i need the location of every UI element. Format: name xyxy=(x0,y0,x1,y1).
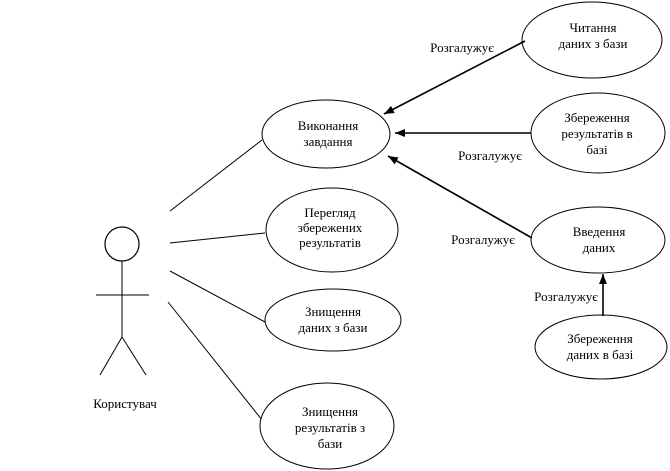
extend-label-save-data: Розгалужує xyxy=(534,289,598,304)
use-case-save-data-line-2: даних в базі xyxy=(567,347,634,362)
use-case-view-results: Перегляд збережених результатів xyxy=(265,187,399,273)
use-case-read-data: Читання даних з бази xyxy=(521,1,663,79)
use-case-delete-data: Знищення даних з бази xyxy=(264,288,402,352)
use-case-view-line-2: збережених xyxy=(298,220,363,235)
actor-head xyxy=(104,226,140,262)
association-view xyxy=(169,232,266,244)
association-execute xyxy=(169,139,263,212)
use-case-read-line-2: даних з бази xyxy=(559,36,628,51)
use-case-view-line-1: Перегляд xyxy=(304,205,356,220)
use-case-read-line-1: Читання xyxy=(570,20,617,35)
use-case-save-results-line-1: Збереження xyxy=(564,110,629,125)
use-case-save-data-line-1: Збереження xyxy=(567,331,632,346)
association-delete-data xyxy=(169,270,266,323)
extend-label-save-results: Розгалужує xyxy=(458,148,522,163)
use-case-delete-data-line-2: даних з бази xyxy=(299,320,368,335)
use-case-save-data: Збереження даних в базі xyxy=(534,314,668,380)
use-case-execute-line-2: завдання xyxy=(304,134,353,149)
use-case-delete-results-line-2: результатів з xyxy=(295,420,365,435)
actor-left-leg xyxy=(99,336,123,376)
extend-label-read: Розгалужує xyxy=(430,40,494,55)
use-case-save-results-line-2: результатів в xyxy=(561,126,632,141)
association-delete-results xyxy=(167,301,271,431)
use-case-delete-results: Знищення результатів з бази xyxy=(259,382,395,470)
use-case-execute-line-1: Виконання xyxy=(298,118,358,133)
extend-label-input: Розгалужує xyxy=(451,232,515,247)
actor-right-leg xyxy=(121,336,147,376)
use-case-input-line-1: Введення xyxy=(573,224,626,239)
use-case-delete-data-line-1: Знищення xyxy=(305,304,361,319)
use-case-input-data: Введення даних xyxy=(530,206,666,274)
use-case-view-line-3: результатів xyxy=(299,235,361,250)
use-case-save-results-line-3: базі xyxy=(586,142,608,157)
use-case-delete-results-line-3: бази xyxy=(318,436,343,451)
actor-label: Користувач xyxy=(93,396,157,411)
use-case-input-line-2: даних xyxy=(583,240,616,255)
use-case-execute-task: Виконання завдання xyxy=(261,99,391,169)
use-case-delete-results-line-1: Знищення xyxy=(302,404,358,419)
extend-arrow-input xyxy=(387,155,533,239)
extend-arrow-read xyxy=(383,40,526,115)
use-case-save-results: Збереження результатів в базі xyxy=(530,92,666,174)
actor-user: Користувач xyxy=(93,226,157,411)
